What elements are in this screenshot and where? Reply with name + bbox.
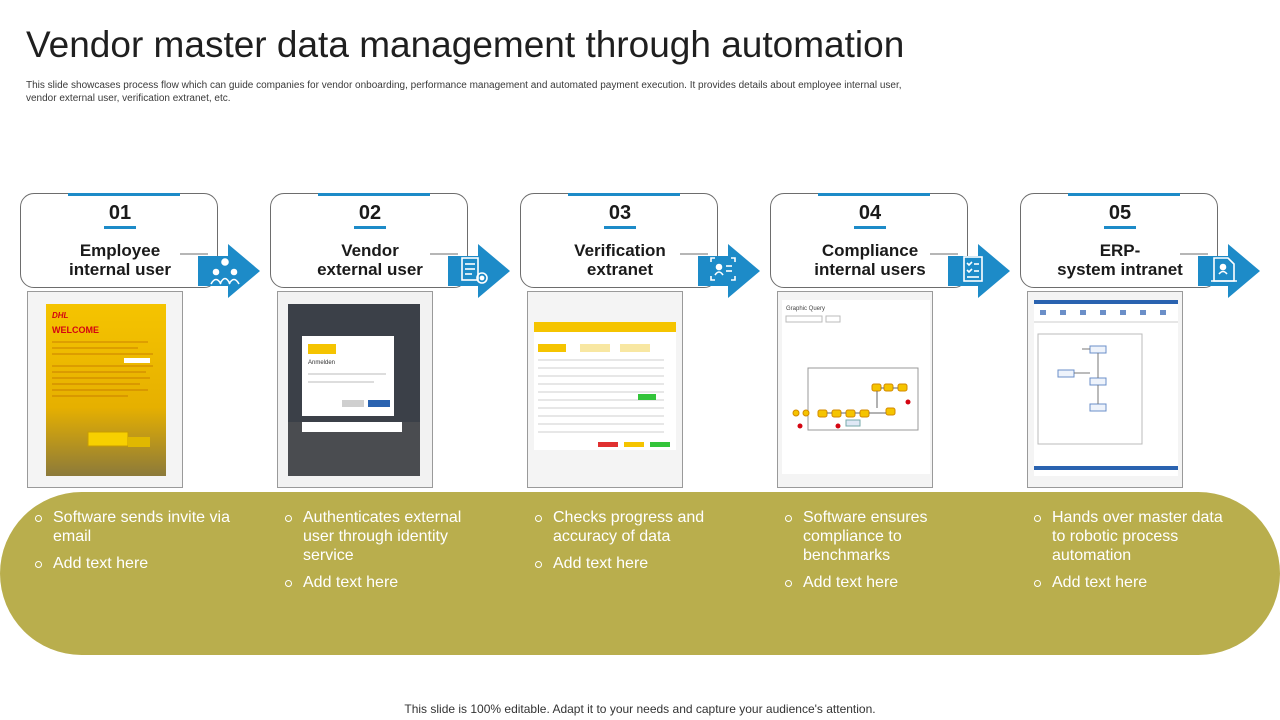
card-top-accent xyxy=(318,193,430,196)
number-underline xyxy=(1104,226,1136,229)
card-top-accent xyxy=(68,193,180,196)
bullet-item: Authenticates external user through iden… xyxy=(285,508,485,565)
arrow-icon xyxy=(430,244,510,298)
step-label: ERP-system intranet xyxy=(1057,241,1183,279)
footer-note: This slide is 100% editable. Adapt it to… xyxy=(404,702,876,716)
document-settings-icon xyxy=(461,257,488,284)
number-underline xyxy=(104,226,136,229)
number-underline xyxy=(354,226,386,229)
number-underline xyxy=(604,226,636,229)
bullet-item: Add text here xyxy=(785,573,985,592)
bullet-item: Add text here xyxy=(285,573,485,592)
svg-text:Graphic Query: Graphic Query xyxy=(786,306,825,312)
step-5: 05 ERP-system intranet xyxy=(1020,193,1265,493)
arrow-icon xyxy=(930,244,1010,298)
step-number: 04 xyxy=(858,202,882,224)
step-number: 05 xyxy=(1108,202,1132,224)
bullet-item: Software ensures compliance to benchmark… xyxy=(785,508,985,565)
bullet-item: Software sends invite via email xyxy=(35,508,235,546)
users-network-icon xyxy=(210,258,240,285)
bullet-item: Add text here xyxy=(535,554,735,573)
page-subtitle: This slide showcases process flow which … xyxy=(26,80,902,104)
step-4-bullets: Software ensures compliance to benchmark… xyxy=(785,508,985,600)
step-5-bullets: Hands over master data to robotic proces… xyxy=(1034,508,1234,600)
card-top-accent xyxy=(1068,193,1180,196)
step-number: 02 xyxy=(358,202,382,224)
bullet-item: Checks progress and accuracy of data xyxy=(535,508,735,546)
arrow-icon xyxy=(680,244,760,298)
erp-screenshot xyxy=(1027,291,1183,488)
card-top-accent xyxy=(818,193,930,196)
bullet-item: Add text here xyxy=(35,554,235,573)
arrow-icon xyxy=(1180,244,1260,298)
svg-text:DHL: DHL xyxy=(52,311,69,320)
bullet-item: Add text here xyxy=(1034,573,1234,592)
checklist-icon xyxy=(963,256,983,282)
arrow-icon xyxy=(180,244,260,298)
login-screenshot: Anmelden xyxy=(277,291,433,488)
description-band xyxy=(0,492,1280,655)
card-top-accent xyxy=(568,193,680,196)
compliance-screenshot: Graphic Query xyxy=(777,291,933,488)
bullet-item: Hands over master data to robotic proces… xyxy=(1034,508,1234,565)
step-1-bullets: Software sends invite via email Add text… xyxy=(35,508,235,581)
id-document-icon xyxy=(1211,257,1237,282)
svg-text:WELCOME: WELCOME xyxy=(52,325,99,335)
id-card-scan-icon xyxy=(710,257,736,281)
page-title: Vendor master data management through au… xyxy=(26,24,905,65)
number-underline xyxy=(854,226,886,229)
email-invite-screenshot: DHL WELCOME xyxy=(27,291,183,488)
step-number: 03 xyxy=(608,202,632,224)
verification-screenshot xyxy=(527,291,683,488)
svg-text:Anmelden: Anmelden xyxy=(308,360,335,366)
step-card: 05 ERP-system intranet xyxy=(1020,193,1218,288)
step-2-bullets: Authenticates external user through iden… xyxy=(285,508,485,600)
step-3-bullets: Checks progress and accuracy of data Add… xyxy=(535,508,735,581)
step-number: 01 xyxy=(108,202,132,224)
